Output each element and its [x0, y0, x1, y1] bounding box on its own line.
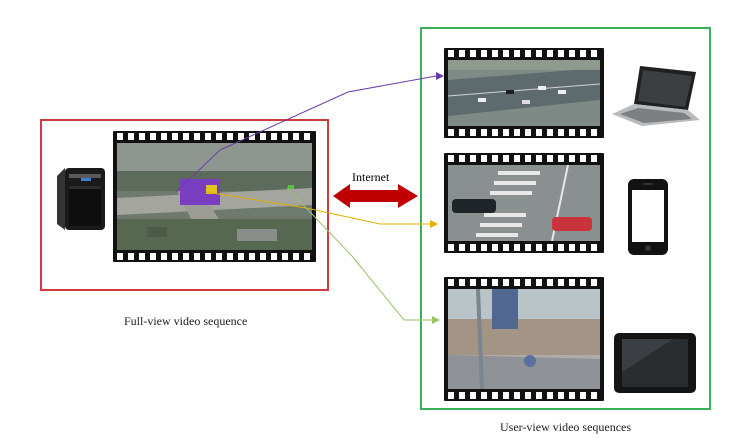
tablet-icon: [614, 333, 696, 393]
scooter-rider: [524, 355, 536, 367]
road-top-view-image: [448, 60, 600, 126]
user-view-film-strip-2: [444, 153, 604, 253]
user-view-caption: User-view video sequences: [500, 420, 632, 434]
laptop-icon: [612, 66, 700, 126]
full-view-film-strip: [113, 131, 316, 262]
aerial-intersection-image: [117, 143, 312, 250]
sign-scooter-image: [448, 289, 600, 389]
internet-double-arrow: [333, 184, 418, 208]
full-view-caption: Full-view video sequence: [124, 314, 248, 328]
roi-yellow-box: [206, 185, 217, 194]
user-view-film-strip-3: [444, 277, 604, 401]
black-car: [452, 199, 496, 213]
smartphone-icon: [628, 179, 668, 255]
roi-green-box: [288, 185, 294, 189]
crosswalk-cars-image: [448, 165, 600, 241]
user-view-film-strip-1: [444, 48, 604, 138]
desktop-tower-icon: [57, 168, 105, 230]
red-car: [552, 217, 592, 231]
internet-label: Internet: [352, 170, 390, 184]
